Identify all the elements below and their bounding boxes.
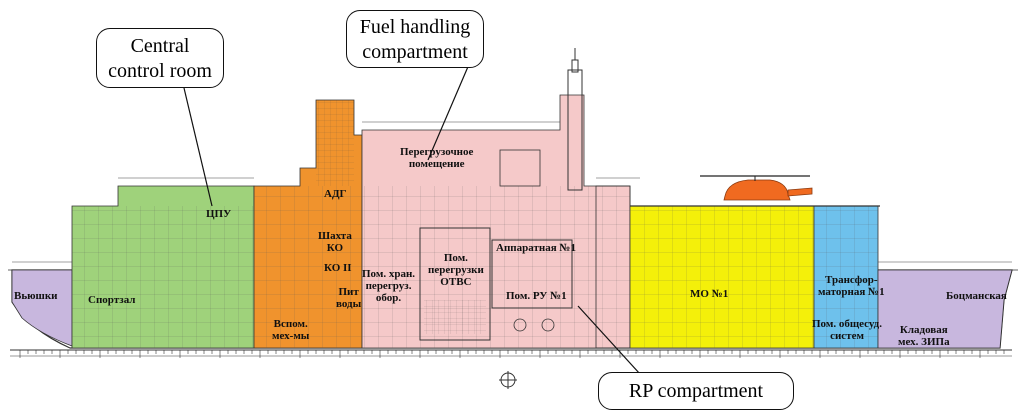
callout-fuel-handling: Fuel handling compartment: [346, 10, 484, 68]
mast: [567, 48, 583, 191]
label-transformatornaya: Трансфор- маторная №1: [818, 274, 885, 298]
reactor-vessel-2: [541, 318, 555, 332]
callout-pointers: [183, 61, 641, 375]
otvs-room: [419, 227, 491, 341]
label-mo: МО №1: [690, 288, 729, 300]
label-ko2: КО II: [324, 262, 352, 274]
reactor-room: [491, 239, 573, 309]
label-apparatnaya: Аппаратная №1: [496, 242, 576, 254]
label-pom-hran: Пом. хран. перегруз. обор.: [362, 268, 416, 304]
fuel-structure: [362, 186, 630, 348]
reactor-vessel-1: [513, 318, 527, 332]
label-vyushki: Вьюшки: [14, 290, 58, 302]
crane-box: [499, 149, 541, 187]
compass-icon: [499, 371, 517, 389]
zone-bow: [877, 269, 1013, 349]
mo-structure: [630, 206, 814, 348]
helicopter-icon: [700, 175, 813, 201]
engine-tower: [316, 100, 354, 186]
deck-railings: [12, 121, 1012, 263]
fuel-racks: [424, 300, 486, 334]
label-pom-obshchesud: Пом. общесуд. систем: [812, 318, 883, 342]
label-tsps: ЦПУ: [206, 208, 232, 220]
callout-central-control: Central control room: [96, 28, 224, 88]
label-shakhta-ko: Шахта КО: [318, 230, 352, 254]
gym-structure: [72, 206, 254, 348]
label-pom-ru: Пом. РУ №1: [506, 290, 567, 302]
label-botsmanskaya: Боцманская: [946, 290, 1007, 302]
zone-stern: [11, 269, 73, 347]
label-sportzal: Спортзал: [88, 294, 136, 306]
label-peregruz: Перегрузочное помещение: [400, 146, 474, 170]
callout-rp: RP compartment: [598, 372, 794, 410]
transformer-structure: [814, 206, 878, 348]
label-vspom: Вспом. мех-мы: [272, 318, 310, 342]
frame-ruler: [19, 350, 1005, 358]
label-pom-peregruzki: Пом. перегрузки ОТВС: [428, 252, 484, 288]
label-kladovaya: Кладовая мех. ЗИПа: [898, 324, 950, 348]
label-adg: АДГ: [324, 188, 347, 200]
engine-structure: [254, 186, 362, 348]
label-pit-vody: Пит воды: [336, 286, 362, 310]
